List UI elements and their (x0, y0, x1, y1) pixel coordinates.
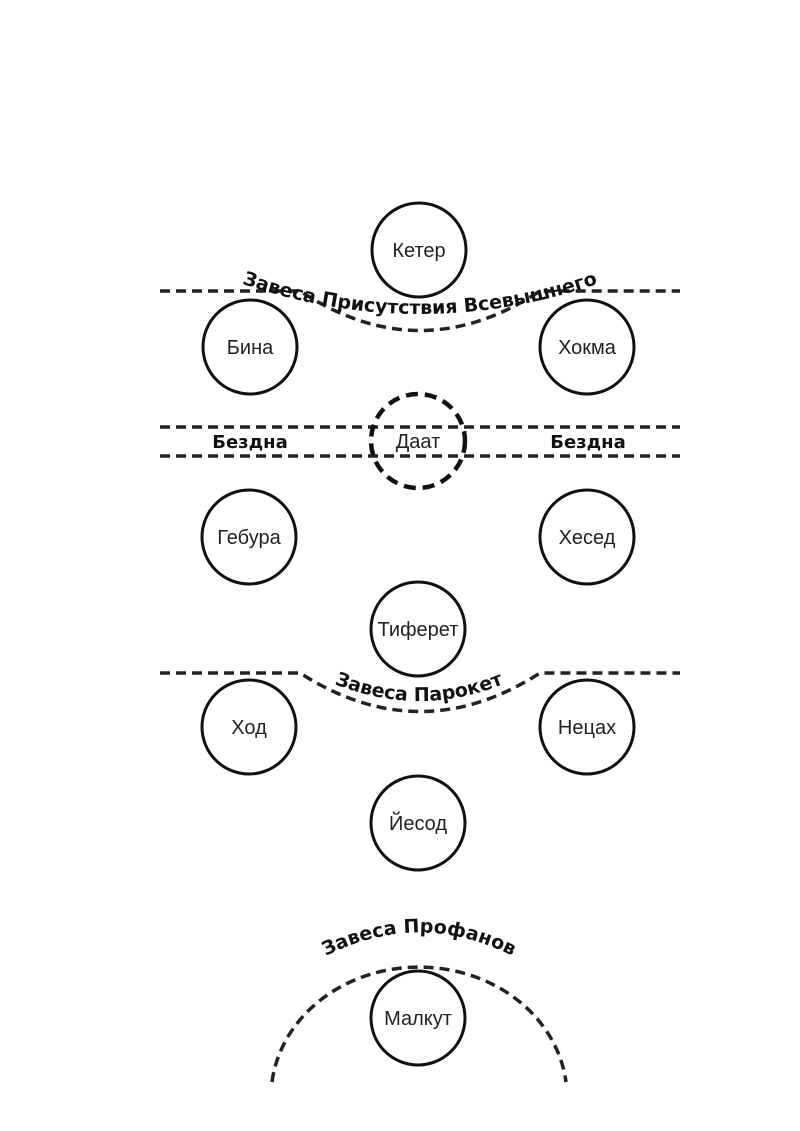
sephira-daat-circle (368, 391, 468, 491)
sephira-chesed-label: Хесед (559, 527, 616, 549)
veil-profane-label-path: Завеса Профанов (318, 915, 519, 960)
veil-supreme-line (160, 289, 680, 333)
sephira-chesed-circle (538, 488, 636, 586)
sephira-tiferet-label: Тиферет (378, 619, 459, 641)
abyss-right-label: Бездна (550, 432, 626, 453)
veil-paroket-line (160, 671, 680, 714)
sephira-yesod-circle (369, 774, 467, 872)
veil-profane-label: Завеса Профанов (318, 915, 519, 960)
sephira-tiferet-circle (369, 580, 467, 678)
sephira-yesod-label: Йесод (389, 811, 447, 835)
sephira-geburah-label: Гебура (217, 527, 281, 549)
sephira-keter-label: Кетер (392, 240, 445, 262)
sephira-geburah-circle (200, 488, 298, 586)
sephira-netzach-label: Нецах (558, 717, 616, 739)
sephira-daat-label: Даат (396, 431, 441, 453)
sephira-binah-circle (201, 298, 299, 396)
sephira-hod-label: Ход (231, 717, 267, 739)
sephira-chokmah-label: Хокма (558, 337, 617, 359)
sephira-malkut-circle (369, 969, 467, 1067)
sephira-binah-label: Бина (227, 337, 274, 359)
abyss-left-label: Бездна (212, 432, 288, 453)
sephira-malkut-label: Малкут (384, 1008, 452, 1030)
sephira-keter-circle (370, 201, 468, 299)
sephira-hod-circle (200, 678, 298, 776)
sephira-chokmah-circle (538, 298, 636, 396)
sephira-netzach-circle (538, 678, 636, 776)
